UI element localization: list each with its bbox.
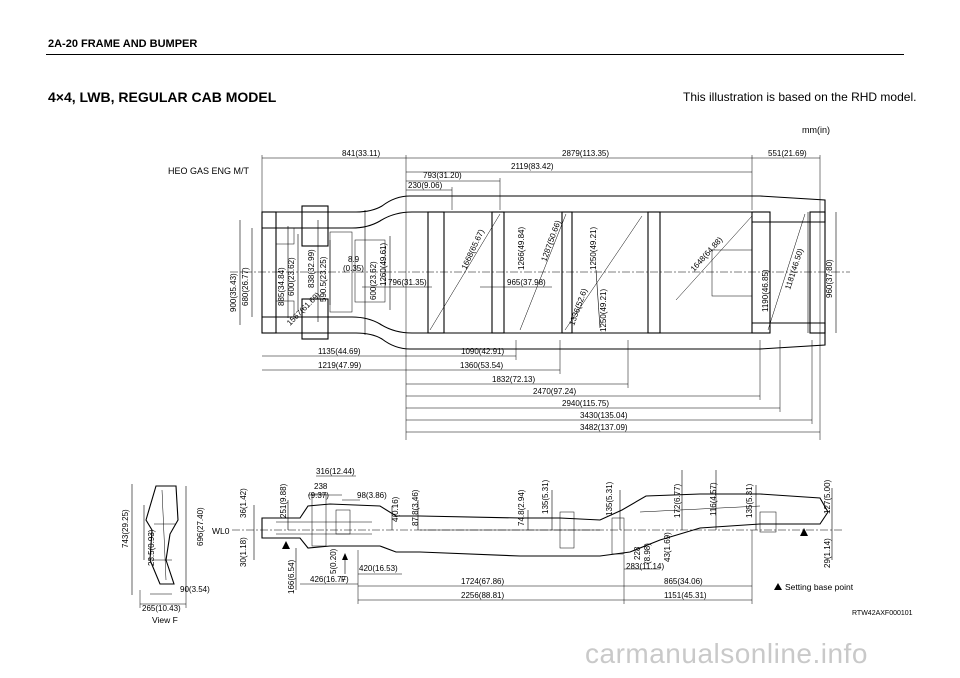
dim-135-b: 135(5.31)	[605, 481, 614, 516]
dim-9-37: (9.37)	[308, 491, 329, 500]
wl0-label: WL0	[212, 526, 230, 536]
dim-696: 696(27.40)	[196, 507, 205, 546]
dim-127: 127(5.00)	[823, 479, 832, 514]
dim-2470: 2470(97.24)	[533, 387, 576, 396]
setting-base-point-legend: Setting base point	[785, 582, 854, 592]
dim-1287: 1287(50.66)	[539, 219, 562, 263]
view-f-marker: F	[341, 575, 346, 584]
dim-1090: 1090(42.91)	[461, 347, 504, 356]
dim-23-5: 23.5(0.93)	[147, 529, 156, 566]
dim-1260: 1260(49.61)	[379, 243, 388, 286]
dim-90: 90(3.54)	[180, 585, 210, 594]
dim-265: 265(10.43)	[142, 604, 181, 613]
dim-29: 29(1.14)	[823, 538, 832, 568]
dim-283: 283(11.14)	[626, 562, 664, 571]
rhd-note: This illustration is based on the RHD mo…	[683, 90, 917, 104]
dim-1360: 1360(53.54)	[460, 361, 503, 370]
base-point-front	[282, 541, 290, 549]
dim-1151: 1151(45.31)	[664, 591, 707, 600]
page-header-title: 2A-20 FRAME AND BUMPER	[48, 38, 198, 50]
drawing-code: RTW42AXF000101	[852, 610, 913, 617]
dim-1250-bottom: 1250(49.21)	[599, 289, 608, 332]
dim-3482: 3482(137.09)	[580, 423, 628, 432]
dim-1724: 1724(67.86)	[461, 577, 504, 586]
dim-838: 838(32.99)	[307, 249, 316, 288]
dim-251: 251(9.88)	[279, 483, 288, 518]
base-point-rear	[800, 528, 808, 536]
dim-30: 30(1.18)	[239, 537, 248, 567]
dim-1250-top: 1250(49.21)	[589, 227, 598, 270]
dim-1648: 1648(64.88)	[689, 235, 725, 273]
dim-600-left: 600(23.62)	[287, 257, 296, 296]
dim-0-35: (0.35)	[343, 264, 364, 273]
dim-590: 590.5(23.25)	[319, 256, 328, 302]
dim-8-9: 8.9	[348, 255, 360, 264]
dim-74-8: 74.8(2.94)	[517, 489, 526, 526]
watermark: carmanualsonline.info	[585, 638, 868, 669]
dim-316: 316(12.44)	[316, 467, 355, 476]
dim-1668: 1668(65.67)	[460, 228, 487, 271]
dim-426: 426(16.77)	[310, 575, 349, 584]
dim-551: 551(21.69)	[768, 149, 807, 158]
dim-116: 116(4.57)	[709, 482, 718, 516]
dim-841: 841(33.11)	[342, 149, 380, 158]
dim-43: 43(1.69)	[663, 532, 672, 562]
dim-2940: 2940(115.75)	[562, 399, 609, 408]
dim-2879: 2879(113.35)	[562, 149, 609, 158]
dim-1266: 1266(49.84)	[517, 227, 526, 270]
side-view: 316(12.44) 238 (9.37) 98(3.86) 36(1.42) …	[212, 467, 854, 604]
dim-238: 238	[314, 482, 328, 491]
dim-1336: 1336(52.6)	[567, 287, 589, 327]
dim-228: 228	[633, 546, 642, 560]
dim-98: 98(3.86)	[357, 491, 387, 500]
dim-793: 793(31.20)	[423, 171, 462, 180]
dim-960: 960(37.80)	[825, 259, 834, 298]
dim-1219: 1219(47.99)	[318, 361, 361, 370]
dim-2256: 2256(88.81)	[461, 591, 504, 600]
dim-885: 885(34.84)	[277, 267, 286, 306]
dim-1190: 1190(46.85)	[761, 269, 770, 312]
dim-1832: 1832(72.13)	[492, 375, 535, 384]
dim-865: 865(34.06)	[664, 577, 703, 586]
dim-900: 900(35.43)	[229, 273, 238, 312]
dim-4: 4(0.16)	[391, 496, 400, 522]
model-title: 4×4, LWB, REGULAR CAB MODEL	[48, 89, 277, 105]
dim-2119: 2119(83.42)	[511, 162, 554, 171]
dim-680: 680(26.77)	[241, 267, 250, 306]
dim-8-98: (8.98)	[643, 543, 652, 564]
units-label: mm(in)	[802, 125, 830, 135]
dim-172: 172(6.77)	[673, 483, 682, 518]
dim-3430: 3430(135.04)	[580, 411, 628, 420]
dim-420: 420(16.53)	[359, 564, 398, 573]
dim-1181: 1181(46.50)	[783, 247, 805, 291]
header-rule	[46, 54, 904, 55]
dim-600-right: 600(23.62)	[369, 261, 378, 300]
dim-1135: 1135(44.69)	[318, 347, 361, 356]
dim-965: 965(37.98)	[507, 278, 546, 287]
view-f: 743(29.25) 23.5(0.93) 696(27.40) 90(3.54…	[121, 484, 210, 625]
dim-135-c: 135(5.31)	[745, 483, 754, 518]
dim-87-8: 87.8(3.46)	[411, 489, 420, 526]
engine-label: HEO GAS ENG M/T	[168, 166, 250, 176]
dim-796: 796(31.35)	[388, 278, 427, 287]
dim-5: 5(0.20)	[329, 548, 338, 574]
dim-36: 36(1.42)	[239, 488, 248, 518]
dim-166: 166(6.54)	[287, 559, 296, 594]
dim-135-a: 135(5.31)	[541, 479, 550, 514]
top-view: 841(33.11) 2879(113.35) 551(21.69) 2119(…	[229, 149, 850, 440]
view-f-label: View F	[152, 615, 178, 625]
legend-triangle-icon	[774, 583, 782, 590]
dim-230: 230(9.06)	[408, 181, 443, 190]
dim-743: 743(29.25)	[121, 509, 130, 548]
